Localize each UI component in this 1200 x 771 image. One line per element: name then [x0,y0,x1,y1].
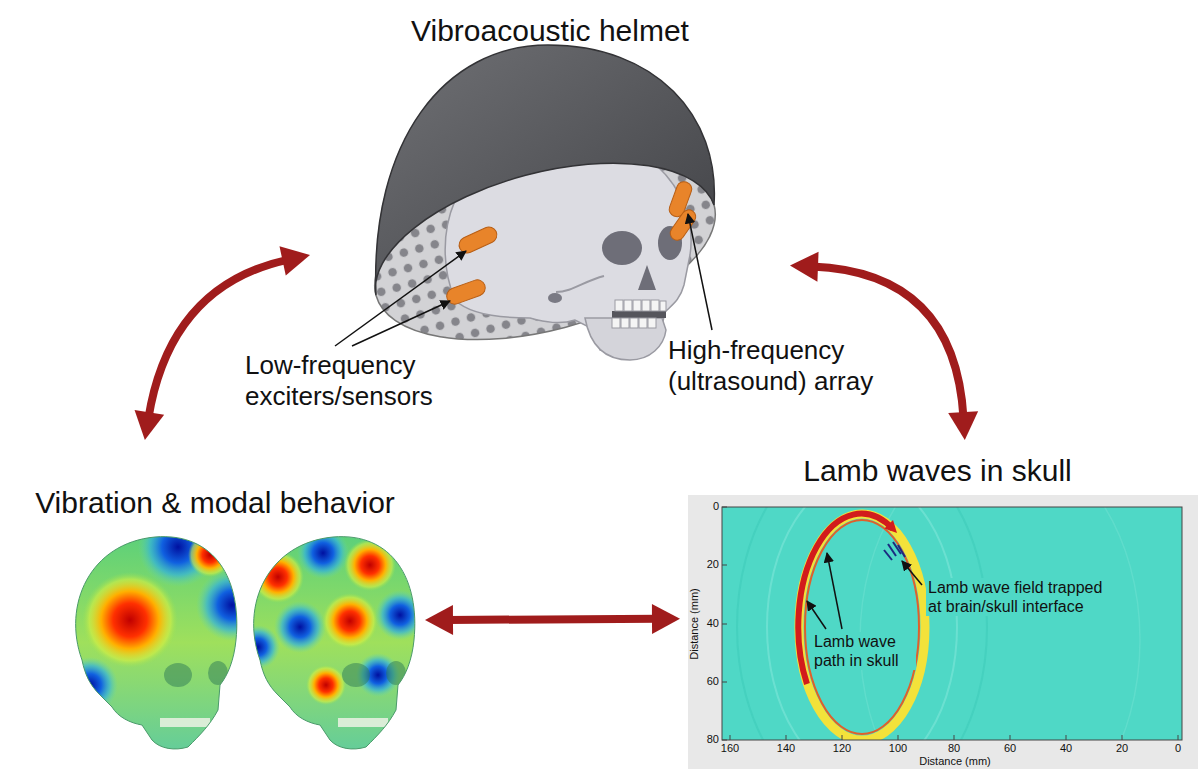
wavefield [737,507,1140,740]
arrow-head [790,252,819,282]
skull-jaw [585,318,666,360]
panel-heading: Lamb waves in skull [680,454,1195,489]
arrow-shaft [447,619,658,620]
panel-group: Vibration & modal behavior [5,440,425,765]
plot-leaders [807,553,922,629]
nasal-cavity [638,265,656,290]
leader-lines [335,214,712,346]
tick-label: 80 [698,733,719,746]
eye-socket [602,231,642,265]
helmet-shell [375,45,714,295]
arrow-head [652,604,680,634]
tick-label: 20 [698,558,719,571]
ear-hole [548,293,562,303]
wavefield-plot [688,440,1198,771]
tick-label: 160 [714,742,746,755]
helmet-illustration [335,45,735,373]
axis-ticks [722,507,1178,740]
tick-label: 60 [994,742,1026,755]
annotation-label: Distance (mm) [905,755,1005,768]
arrow-head [425,605,453,635]
tick-label: 140 [770,742,802,755]
annotation-label: Lamb wave path in skull [812,632,916,670]
plot-panel [688,495,1198,769]
tick-label: 40 [698,617,719,630]
panel-heading: Vibroacoustic helmet [310,14,790,49]
modal-skull [233,527,425,755]
panel-heading: Vibration & modal behavior [5,486,425,521]
annotation-label: Lamb wave field trapped at brain/skull i… [926,578,1120,616]
plot-area [722,507,1182,740]
teeth [612,300,666,328]
tick-label: 40 [1050,742,1082,755]
double-arrow [425,604,680,635]
cheekbone [556,276,604,292]
panel-group: Vibroacoustic helmet [310,8,790,330]
tick-label: 100 [882,742,914,755]
arrow-head [948,411,978,440]
tick-label: 60 [698,675,719,688]
tick-label: 80 [938,742,970,755]
arrow-head [279,246,310,275]
modal-skull [55,507,268,755]
tick-label: 20 [1106,742,1138,755]
annotation-label: High-frequency (ultrasound) array [668,335,923,397]
tick-label: 0 [698,500,719,513]
mouth-gap [612,311,666,318]
arrow-head [135,410,165,440]
annotation-label: Low-frequency exciters/sensors [245,350,480,412]
exciters [444,180,698,307]
annotation-label: Distance (mm) [688,588,701,660]
tick-label: 120 [826,742,858,755]
tick-label: 0 [1162,742,1194,755]
